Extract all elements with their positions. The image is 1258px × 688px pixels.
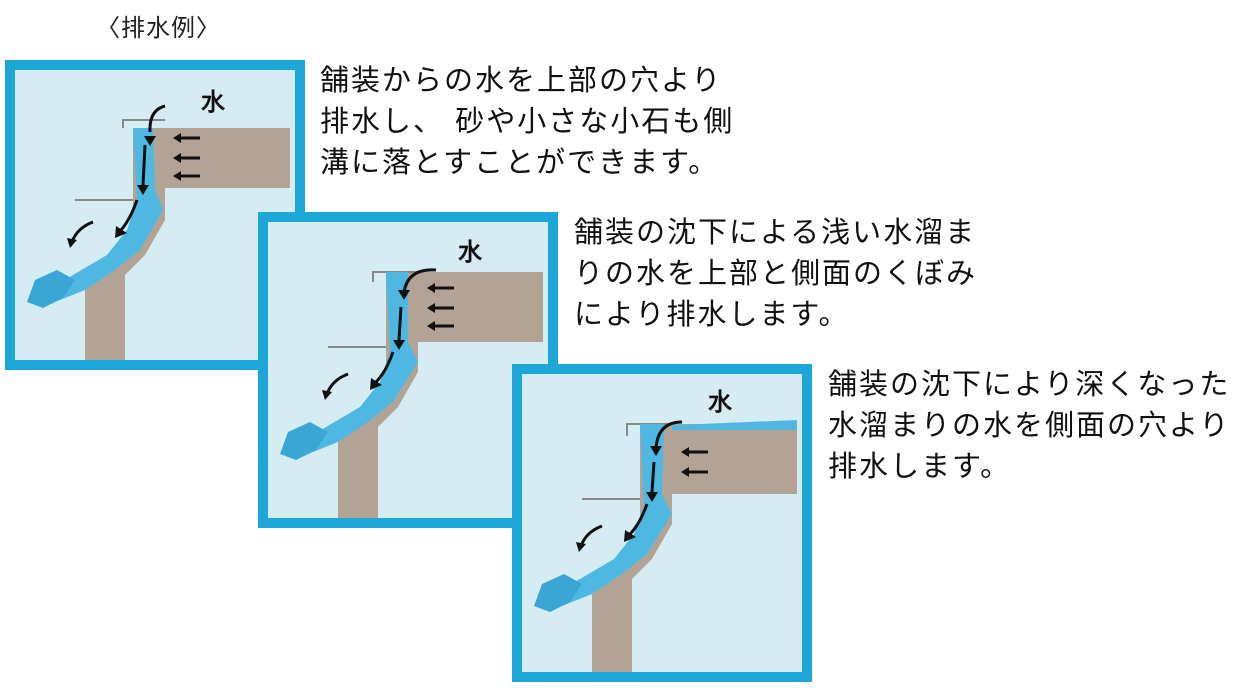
description-line: 舗装の沈下による浅い水溜ま	[574, 215, 977, 249]
description-line: りの水を上部と側面のくぼみ	[574, 256, 978, 290]
example-heading: 〈排水例〉	[96, 14, 221, 42]
description-line: 排水します。	[828, 449, 1012, 483]
description-line: 舗装からの水を上部の穴より	[320, 63, 723, 97]
description-line: 水溜まりの水を側面の穴より	[828, 408, 1231, 442]
water-splash	[280, 422, 328, 460]
water-label: 水	[708, 388, 733, 416]
example-1-description: 舗装からの水を上部の穴より 排水し、 砂や小さな小石も側 溝に落とすことができま…	[320, 60, 734, 183]
water-splash	[534, 574, 582, 612]
channel-outline-top	[122, 119, 165, 128]
water-pool	[652, 420, 797, 430]
water-flow	[43, 128, 163, 302]
water-label: 水	[458, 238, 483, 266]
water-label: 水	[201, 88, 226, 116]
diagram-3-svg: 水	[534, 388, 797, 672]
description-line: 舗装の沈下により深くなった	[828, 367, 1231, 401]
example-3-description: 舗装の沈下により深くなった 水溜まりの水を側面の穴より 排水します。	[828, 364, 1230, 487]
example-2-description: 舗装の沈下による浅い水溜ま りの水を上部と側面のくぼみ により排水します。	[574, 212, 977, 335]
drainage-diagram-3: 水	[512, 364, 812, 682]
description-line: 溝に落とすことができます。	[320, 145, 720, 179]
description-line: により排水します。	[574, 297, 850, 331]
water-flow	[550, 424, 672, 606]
diagram-1-svg: 水	[27, 88, 290, 360]
water-splash	[27, 270, 75, 308]
diagram-2-svg: 水	[280, 238, 543, 518]
drainage-diagram-1: 水	[5, 60, 305, 370]
description-line: 排水し、 砂や小さな小石も側	[320, 104, 735, 138]
pavement-block	[672, 424, 797, 494]
